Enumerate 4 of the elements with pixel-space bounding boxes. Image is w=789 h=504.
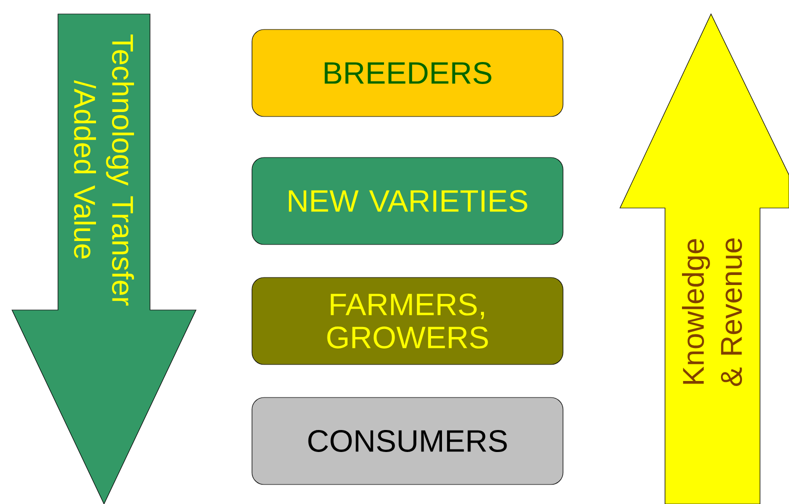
process-box: NEW VARIETIES bbox=[252, 157, 564, 245]
process-box: BREEDERS bbox=[252, 29, 564, 117]
process-box: FARMERS, GROWERS bbox=[252, 277, 564, 365]
process-box: CONSUMERS bbox=[252, 397, 564, 485]
